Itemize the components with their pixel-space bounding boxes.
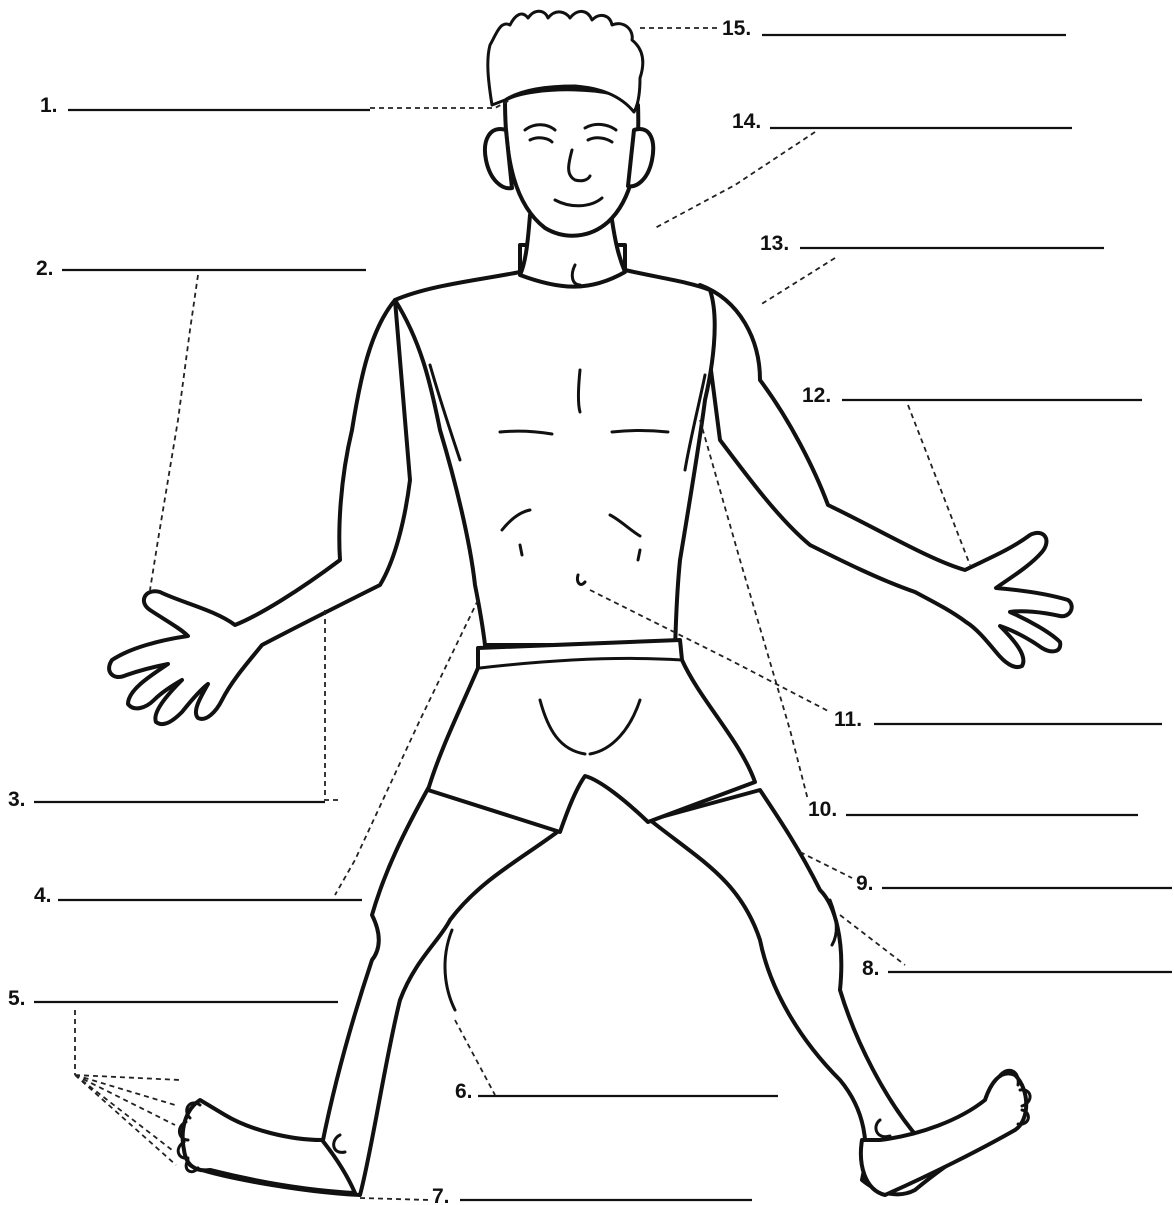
leader-line-1 <box>370 100 510 108</box>
knee-left <box>445 930 455 1010</box>
leader-line-14 <box>655 132 815 228</box>
label-number: 10. <box>808 798 837 821</box>
leader-line-13 <box>760 258 835 305</box>
leader-line-3 <box>325 610 338 800</box>
label-2: 2. <box>36 257 366 280</box>
label-3: 3. <box>8 788 325 811</box>
label-number: 8. <box>862 957 880 980</box>
left-ear <box>485 129 512 188</box>
left-arm <box>109 300 410 724</box>
label-number: 5. <box>8 987 26 1010</box>
torso <box>395 245 715 645</box>
label-4: 4. <box>34 884 362 907</box>
leader-line-7 <box>360 1198 430 1200</box>
label-10: 10. <box>808 798 1138 821</box>
label-6: 6. <box>455 1080 778 1103</box>
human-figure-drawing <box>109 11 1072 1195</box>
label-7: 7. <box>432 1185 752 1205</box>
label-number: 14. <box>732 110 761 133</box>
label-number: 1. <box>40 94 58 117</box>
leader-line-5 <box>75 1010 180 1165</box>
label-9: 9. <box>856 872 1172 895</box>
label-number: 3. <box>8 788 26 811</box>
label-number: 12. <box>802 384 831 407</box>
label-8: 8. <box>862 957 1172 980</box>
label-13: 13. <box>760 232 1104 255</box>
label-1: 1. <box>40 94 370 117</box>
leader-line-12 <box>908 405 970 565</box>
label-11: 11. <box>834 708 1162 731</box>
label-number: 15. <box>722 17 751 40</box>
right-arm <box>700 285 1072 667</box>
leader-line-2 <box>150 275 198 590</box>
label-number: 7. <box>432 1185 450 1205</box>
head <box>505 89 638 235</box>
label-15: 15. <box>722 17 1066 40</box>
chest-line <box>579 370 581 412</box>
label-number: 9. <box>856 872 874 895</box>
label-number: 6. <box>455 1080 473 1103</box>
right-ear <box>628 129 653 186</box>
label-12: 12. <box>802 384 1142 407</box>
label-14: 14. <box>732 110 1072 133</box>
label-number: 13. <box>760 232 789 255</box>
label-number: 4. <box>34 884 52 907</box>
label-number: 11. <box>834 708 862 731</box>
label-5: 5. <box>8 987 338 1010</box>
label-number: 2. <box>36 257 54 280</box>
